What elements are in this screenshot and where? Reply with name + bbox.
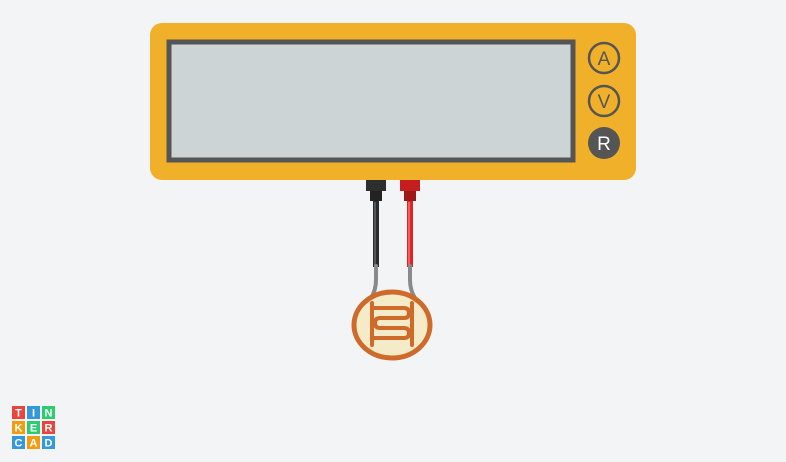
svg-text:E: E bbox=[30, 423, 37, 435]
svg-text:D: D bbox=[45, 438, 53, 450]
black-probe[interactable] bbox=[366, 180, 386, 267]
svg-text:A: A bbox=[30, 438, 38, 450]
multimeter[interactable]: A V R bbox=[150, 23, 636, 180]
svg-text:T: T bbox=[15, 408, 22, 420]
tinkercad-logo: T I N K E R C A D bbox=[12, 406, 55, 450]
photoresistor-icon[interactable] bbox=[351, 289, 433, 361]
mode-label-ammeter: A bbox=[598, 49, 611, 70]
mode-button-voltmeter[interactable]: V bbox=[587, 84, 621, 118]
svg-text:K: K bbox=[15, 423, 23, 435]
multimeter-screen bbox=[166, 39, 576, 163]
svg-text:R: R bbox=[45, 423, 53, 435]
mode-label-ohmmeter: R bbox=[597, 134, 611, 155]
red-probe[interactable] bbox=[400, 180, 420, 267]
photoresistor-track bbox=[370, 301, 414, 347]
svg-text:I: I bbox=[32, 408, 35, 420]
svg-text:N: N bbox=[45, 408, 53, 420]
photoresistor-lead-right bbox=[408, 264, 417, 300]
mode-label-voltmeter: V bbox=[598, 92, 611, 113]
svg-text:C: C bbox=[15, 438, 23, 450]
mode-button-ohmmeter[interactable]: R bbox=[588, 127, 620, 159]
mode-button-ammeter[interactable]: A bbox=[587, 41, 621, 75]
